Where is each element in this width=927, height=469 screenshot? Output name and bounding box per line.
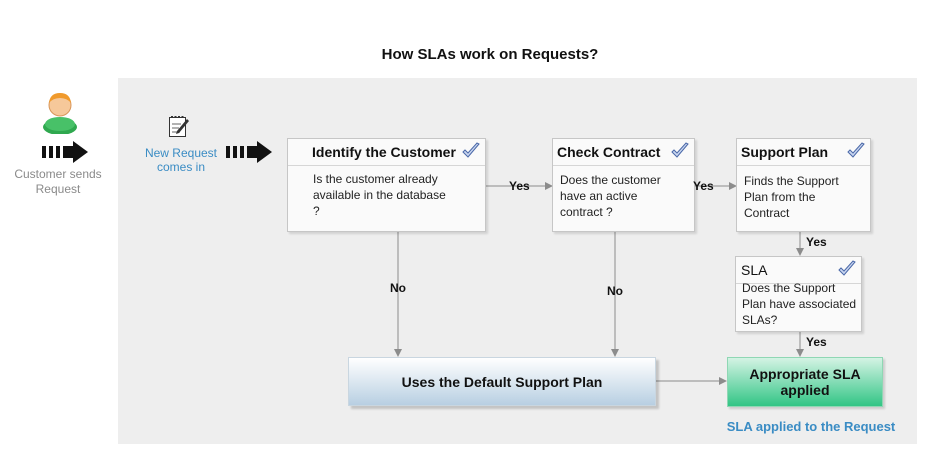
edge-label-no: No [607,284,623,298]
node-header [736,257,861,284]
edge-label-yes: Yes [509,179,530,193]
node-header [288,139,485,166]
checkmark-icon [838,260,856,276]
striped-arrow-icon [42,141,88,163]
node-title: Identify the Customer [312,144,456,160]
checkmark-icon [671,142,689,158]
node-body: Does the customer have an active contrac… [560,173,661,219]
edge-label-yes: Yes [693,179,714,193]
checkmark-icon [462,142,480,158]
footer-note: SLA applied to the Request [726,419,896,434]
edge-label-no: No [390,281,406,295]
edge-label-yes: Yes [806,335,827,349]
node-sla-applied: Appropriate SLA applied [727,357,883,407]
node-title: SLA [741,262,768,278]
notepad-icon [169,116,189,137]
customer-sends-label: Customer sends Request [14,167,102,196]
node-default-support-plan: Uses the Default Support Plan [348,357,656,406]
edge-label-yes: Yes [806,235,827,249]
node-title: Support Plan [741,144,829,160]
node-body: Finds the Support Plan from the Contract [744,174,839,220]
node-sla: SLA Does the Support Plan have associate… [735,256,862,332]
node-header [553,139,694,166]
node-body: Does the Support Plan have associated SL… [742,281,857,327]
diagram-title: How SLAs work on Requests? [381,46,599,63]
new-request-label: New Request comes in [144,146,218,174]
node-header [737,139,870,166]
striped-arrow-icon [226,141,272,163]
node-body: Is the customer already available in the… [313,172,446,218]
node-support-plan: Support Plan Finds the Support Plan from… [736,138,871,232]
checkmark-icon [847,142,865,158]
node-identify-customer: Identify the Customer Is the customer al… [287,138,486,232]
node-check-contract: Check Contract Does the customer have an… [552,138,695,232]
node-title: Appropriate SLA applied [749,366,861,398]
person-icon [43,93,77,134]
node-title: Check Contract [557,144,661,160]
